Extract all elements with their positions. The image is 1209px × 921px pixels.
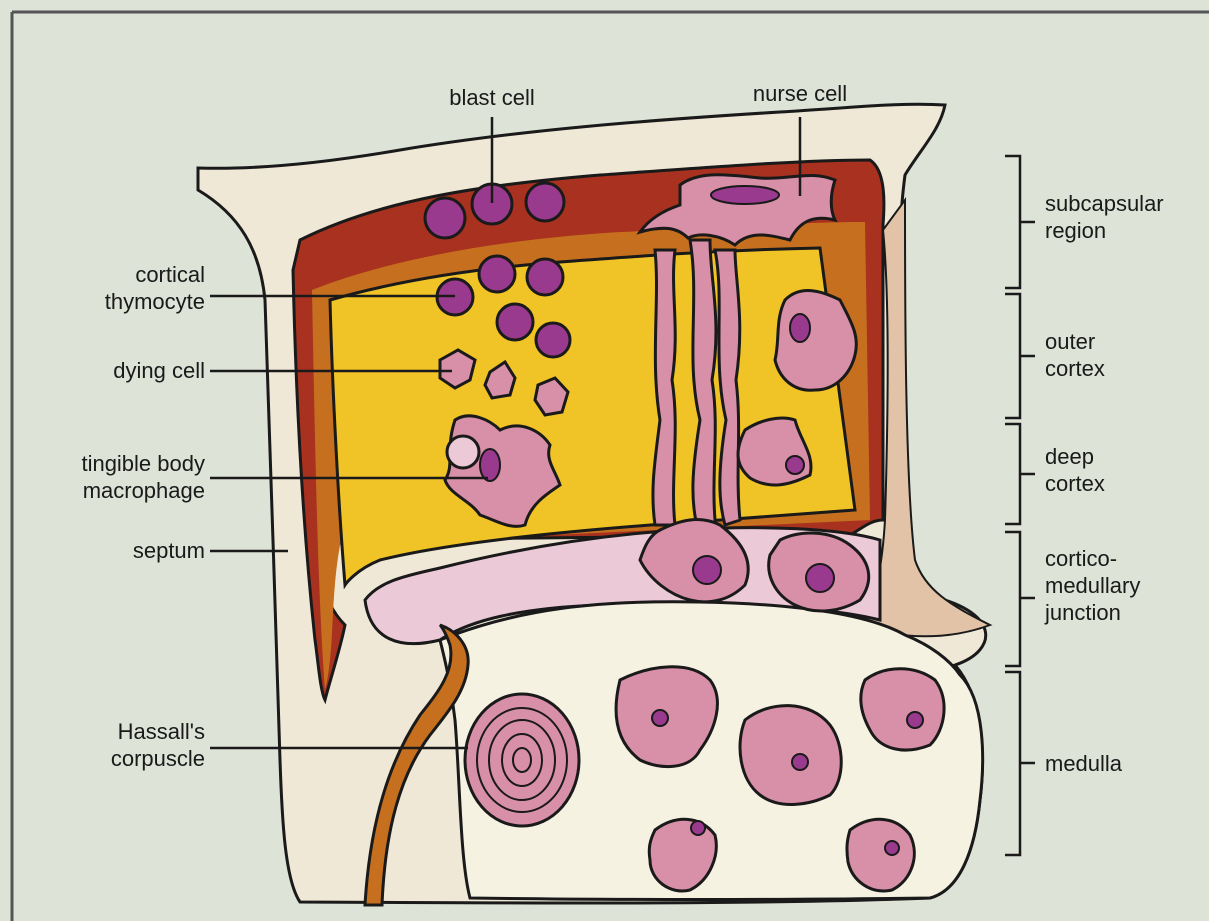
label-tingible-body-macrophage: tingible body macrophage — [10, 450, 205, 504]
hassalls-corpuscle-shape — [465, 694, 579, 826]
label-deep-cortex: deep cortex — [1045, 443, 1205, 497]
thymocyte — [497, 304, 533, 340]
region-brackets — [1005, 156, 1035, 855]
label-blast-cell: blast cell — [412, 84, 572, 111]
thymocyte — [536, 323, 570, 357]
phagocytosed-cell — [447, 436, 479, 468]
bracket-deep-cortex — [1005, 424, 1035, 524]
label-hassalls-corpuscle: Hassall's corpuscle — [20, 718, 205, 772]
thymocyte — [479, 256, 515, 292]
bracket-corticomedullary — [1005, 532, 1035, 666]
label-outer-cortex: outer cortex — [1045, 328, 1205, 382]
label-dying-cell: dying cell — [20, 357, 205, 384]
macrophage-nucleus — [480, 449, 500, 481]
blast-cell — [425, 198, 465, 238]
interdigitating-nucleus — [806, 564, 834, 592]
label-septum: septum — [20, 537, 205, 564]
label-nurse-cell: nurse cell — [720, 80, 880, 107]
blast-cell — [526, 183, 564, 221]
thymocyte — [527, 259, 563, 295]
nurse-cell-nucleus — [711, 186, 779, 204]
epithelial-cell — [775, 291, 856, 391]
label-cortical-thymocyte: cortical thymocyte — [20, 261, 205, 315]
interdigitating-nucleus — [693, 556, 721, 584]
epithelial-strands — [653, 240, 740, 530]
bracket-subcapsular — [1005, 156, 1035, 288]
label-corticomedullary-junction: cortico- medullary junction — [1045, 545, 1205, 626]
epithelial-cell-nucleus — [786, 456, 804, 474]
bracket-medulla — [1005, 672, 1035, 855]
label-subcapsular-region: subcapsular region — [1045, 190, 1205, 244]
label-medulla: medulla — [1045, 750, 1205, 777]
epithelial-cell-nucleus — [790, 314, 810, 342]
bracket-outer-cortex — [1005, 294, 1035, 418]
